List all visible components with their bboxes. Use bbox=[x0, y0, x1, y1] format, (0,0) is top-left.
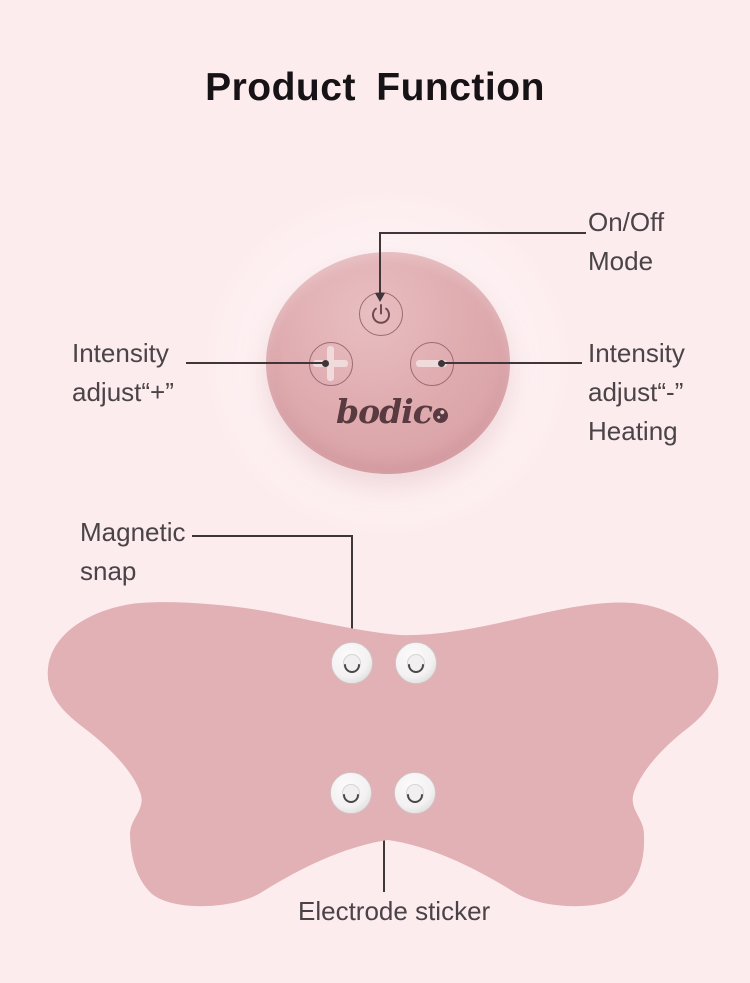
label-line: Heating bbox=[588, 416, 678, 446]
pad-shape bbox=[47, 602, 719, 907]
leader-plus bbox=[186, 362, 326, 364]
minus-icon bbox=[416, 360, 447, 367]
label-line: On/Off bbox=[588, 207, 665, 237]
label-on-off-mode: On/Off Mode bbox=[588, 203, 664, 281]
label-line: Magnetic bbox=[80, 517, 186, 547]
intensity-minus-button bbox=[410, 342, 454, 386]
leader-magnetic-vertical bbox=[351, 535, 353, 644]
brand-o-icon: o bbox=[432, 408, 448, 423]
page-title: Product Function bbox=[205, 66, 545, 109]
magnetic-snap-stud bbox=[331, 642, 373, 684]
dot-plus bbox=[322, 360, 329, 367]
label-magnetic-snap: Magnetic snap bbox=[80, 513, 186, 591]
label-line: adjust“+” bbox=[72, 377, 174, 407]
dot-minus bbox=[438, 360, 445, 367]
label-line: Electrode sticker bbox=[298, 896, 491, 926]
label-intensity-plus: Intensity adjust“+” bbox=[72, 334, 174, 412]
label-line: Intensity bbox=[72, 338, 169, 368]
leader-onoff-vertical bbox=[379, 232, 381, 294]
magnetic-snap-stud bbox=[330, 772, 372, 814]
power-icon bbox=[372, 304, 390, 324]
label-intensity-minus-heating: Intensity adjust“-” Heating bbox=[588, 334, 685, 451]
label-line: Mode bbox=[588, 246, 654, 276]
brand-text: bodic bbox=[336, 392, 433, 431]
leader-minus bbox=[442, 362, 582, 364]
arrowhead-onoff bbox=[375, 293, 385, 302]
label-electrode-sticker: Electrode sticker bbox=[298, 892, 490, 931]
magnetic-snap-stud bbox=[395, 642, 437, 684]
leader-magnetic-horizontal bbox=[192, 535, 353, 537]
electrode-pad bbox=[47, 602, 719, 907]
leader-onoff-horizontal bbox=[380, 232, 586, 234]
plus-icon bbox=[327, 346, 334, 381]
brand-logo: bodico bbox=[336, 392, 448, 431]
intensity-plus-button bbox=[309, 342, 353, 386]
label-line: adjust“-” bbox=[588, 377, 684, 407]
power-button bbox=[359, 292, 403, 336]
magnetic-snap-stud bbox=[394, 772, 436, 814]
label-line: snap bbox=[80, 556, 137, 586]
leader-electrode bbox=[383, 826, 385, 892]
label-line: Intensity bbox=[588, 338, 685, 368]
